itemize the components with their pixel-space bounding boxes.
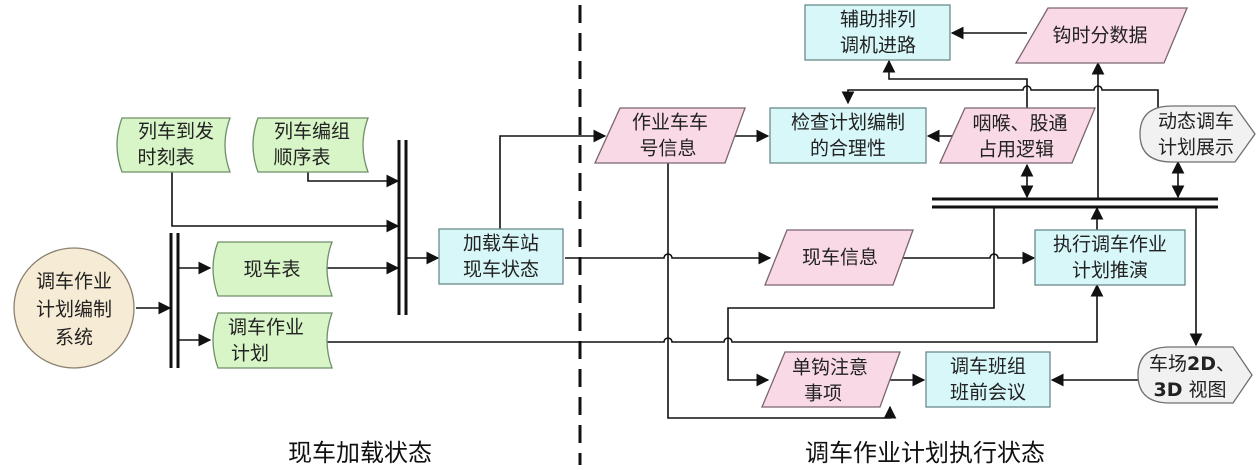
node-label: 计划编制	[36, 299, 112, 321]
bus-middle	[397, 140, 408, 315]
node-consist-order-table[interactable]: 列车编组 顺序表	[252, 117, 369, 173]
node-label: 列车编组	[274, 121, 350, 143]
section-label-right: 调车作业计划执行状态	[805, 439, 1045, 467]
node-current-car-table[interactable]: 现车表	[212, 241, 333, 297]
node-label: 动态调车	[1158, 111, 1234, 133]
node-label: 计划推演	[1072, 260, 1148, 282]
node-car-number-info[interactable]: 作业车车 号信息	[593, 107, 746, 164]
section-label-left: 现车加载状态	[288, 439, 432, 467]
node-label: 事项	[804, 383, 842, 405]
node-label: 单钩注意	[792, 357, 868, 379]
node-load-station-status[interactable]: 加载车站 现车状态	[438, 228, 564, 285]
node-label: 占用逻辑	[978, 139, 1054, 161]
node-pre-shift-meeting[interactable]: 调车班组 班前会议	[925, 351, 1051, 408]
node-label: 现车信息	[802, 247, 878, 269]
node-label: 列车到发	[138, 121, 214, 143]
node-label: 计划展示	[1158, 137, 1234, 159]
bus-right	[932, 197, 1218, 209]
node-label: 加载车站	[463, 233, 539, 255]
node-label: 调车作业	[228, 317, 304, 339]
node-execute-plan[interactable]: 执行调车作业 计划推演	[1034, 229, 1186, 286]
node-car-info[interactable]: 现车信息	[764, 229, 914, 286]
node-label: 顺序表	[273, 147, 330, 169]
node-label: 咽喉、股通	[972, 113, 1067, 135]
node-yard-2d-3d-view[interactable]: 车场2D、 3D 视图	[1137, 346, 1253, 404]
node-throat-logic[interactable]: 咽喉、股通 占用逻辑	[938, 107, 1096, 164]
node-hook-notes[interactable]: 单钩注意 事项	[761, 351, 901, 408]
node-label: 时刻表	[137, 147, 194, 169]
node-label: 执行调车作业	[1053, 234, 1167, 256]
node-label: 班前会议	[950, 382, 1026, 404]
node-label: 现车表	[243, 259, 300, 281]
node-label: 号信息	[639, 138, 696, 160]
node-label: 系统	[55, 327, 93, 349]
node-label: 辅助排列	[840, 9, 916, 31]
node-label: 钩时分数据	[1052, 25, 1147, 47]
node-shunting-plan-system[interactable]: 调车作业 计划编制 系统	[13, 247, 135, 369]
node-label: 作业车车	[632, 112, 708, 134]
node-train-timetable[interactable]: 列车到发 时刻表	[116, 117, 231, 173]
node-label: 调车班组	[950, 356, 1026, 378]
node-route[interactable]: 辅助排列 调机进路	[804, 4, 951, 61]
node-check-plan[interactable]: 检查计划编制 的合理性	[769, 107, 927, 164]
bus-left	[169, 233, 180, 368]
node-hook-time-data[interactable]: 钩时分数据	[1014, 7, 1188, 64]
node-label: 调车作业	[36, 271, 112, 293]
node-label: 调机进路	[840, 35, 916, 57]
node-label: 现车状态	[463, 259, 539, 281]
node-label: 车场2D、	[1149, 353, 1235, 375]
node-shunting-plan[interactable]: 调车作业 计划	[212, 312, 333, 369]
node-label: 检查计划编制	[791, 112, 905, 134]
node-dynamic-plan-display[interactable]: 动态调车 计划展示	[1139, 105, 1256, 163]
node-label: 的合理性	[810, 138, 886, 160]
node-label: 计划	[231, 343, 269, 365]
node-label: 3D 视图	[1153, 379, 1226, 401]
connectors	[136, 26, 1203, 419]
